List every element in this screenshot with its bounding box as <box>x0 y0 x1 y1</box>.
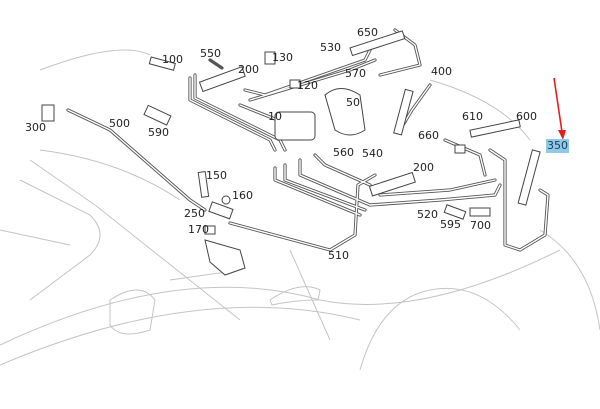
label-10[interactable]: 10 <box>268 110 282 123</box>
cylinder-540 <box>368 171 416 197</box>
car-body-outline <box>0 49 600 371</box>
label-600[interactable]: 600 <box>516 110 537 123</box>
label-595[interactable]: 595 <box>440 218 461 231</box>
cylinder-550 <box>198 66 246 93</box>
label-660[interactable]: 660 <box>418 129 439 142</box>
label-570[interactable]: 570 <box>345 67 366 80</box>
red-arrow-icon <box>553 77 566 140</box>
part-150 <box>197 171 210 198</box>
part-160 <box>221 195 231 205</box>
cylinder-600 <box>469 119 521 138</box>
components <box>41 30 541 276</box>
label-610[interactable]: 610 <box>462 110 483 123</box>
cylinder-350 <box>517 149 541 206</box>
label-130[interactable]: 130 <box>272 51 293 64</box>
part-170 <box>204 225 216 235</box>
label-350-highlighted[interactable]: 350 <box>546 139 569 153</box>
label-520[interactable]: 520 <box>417 208 438 221</box>
label-200-lower[interactable]: 200 <box>413 161 434 174</box>
part-595 <box>443 204 467 220</box>
bracket <box>204 239 246 276</box>
cylinder-650 <box>349 30 406 57</box>
label-160[interactable]: 160 <box>232 189 253 202</box>
part-130 <box>264 51 276 65</box>
part-590 <box>143 104 172 126</box>
part-700 <box>469 207 491 217</box>
label-150[interactable]: 150 <box>206 169 227 182</box>
part-120 <box>289 79 301 89</box>
label-120[interactable]: 120 <box>297 79 318 92</box>
label-100[interactable]: 100 <box>162 53 183 66</box>
part-300 <box>41 104 55 122</box>
label-650[interactable]: 650 <box>357 26 378 39</box>
label-530[interactable]: 530 <box>320 41 341 54</box>
label-200[interactable]: 200 <box>238 63 259 76</box>
label-300[interactable]: 300 <box>25 121 46 134</box>
label-250[interactable]: 250 <box>184 207 205 220</box>
label-50[interactable]: 50 <box>346 96 360 109</box>
part-100 <box>148 56 176 71</box>
reservoir-50 <box>324 88 366 136</box>
label-540[interactable]: 540 <box>362 147 383 160</box>
label-700[interactable]: 700 <box>470 219 491 232</box>
part-660 <box>454 144 466 154</box>
cylinder-400 <box>393 88 414 136</box>
label-510[interactable]: 510 <box>328 249 349 262</box>
label-170[interactable]: 170 <box>188 223 209 236</box>
label-550[interactable]: 550 <box>200 47 221 60</box>
label-400[interactable]: 400 <box>431 65 452 78</box>
pump-10 <box>274 111 316 141</box>
label-560[interactable]: 560 <box>333 146 354 159</box>
label-500[interactable]: 500 <box>109 117 130 130</box>
label-590[interactable]: 590 <box>148 126 169 139</box>
part-250 <box>208 201 234 220</box>
